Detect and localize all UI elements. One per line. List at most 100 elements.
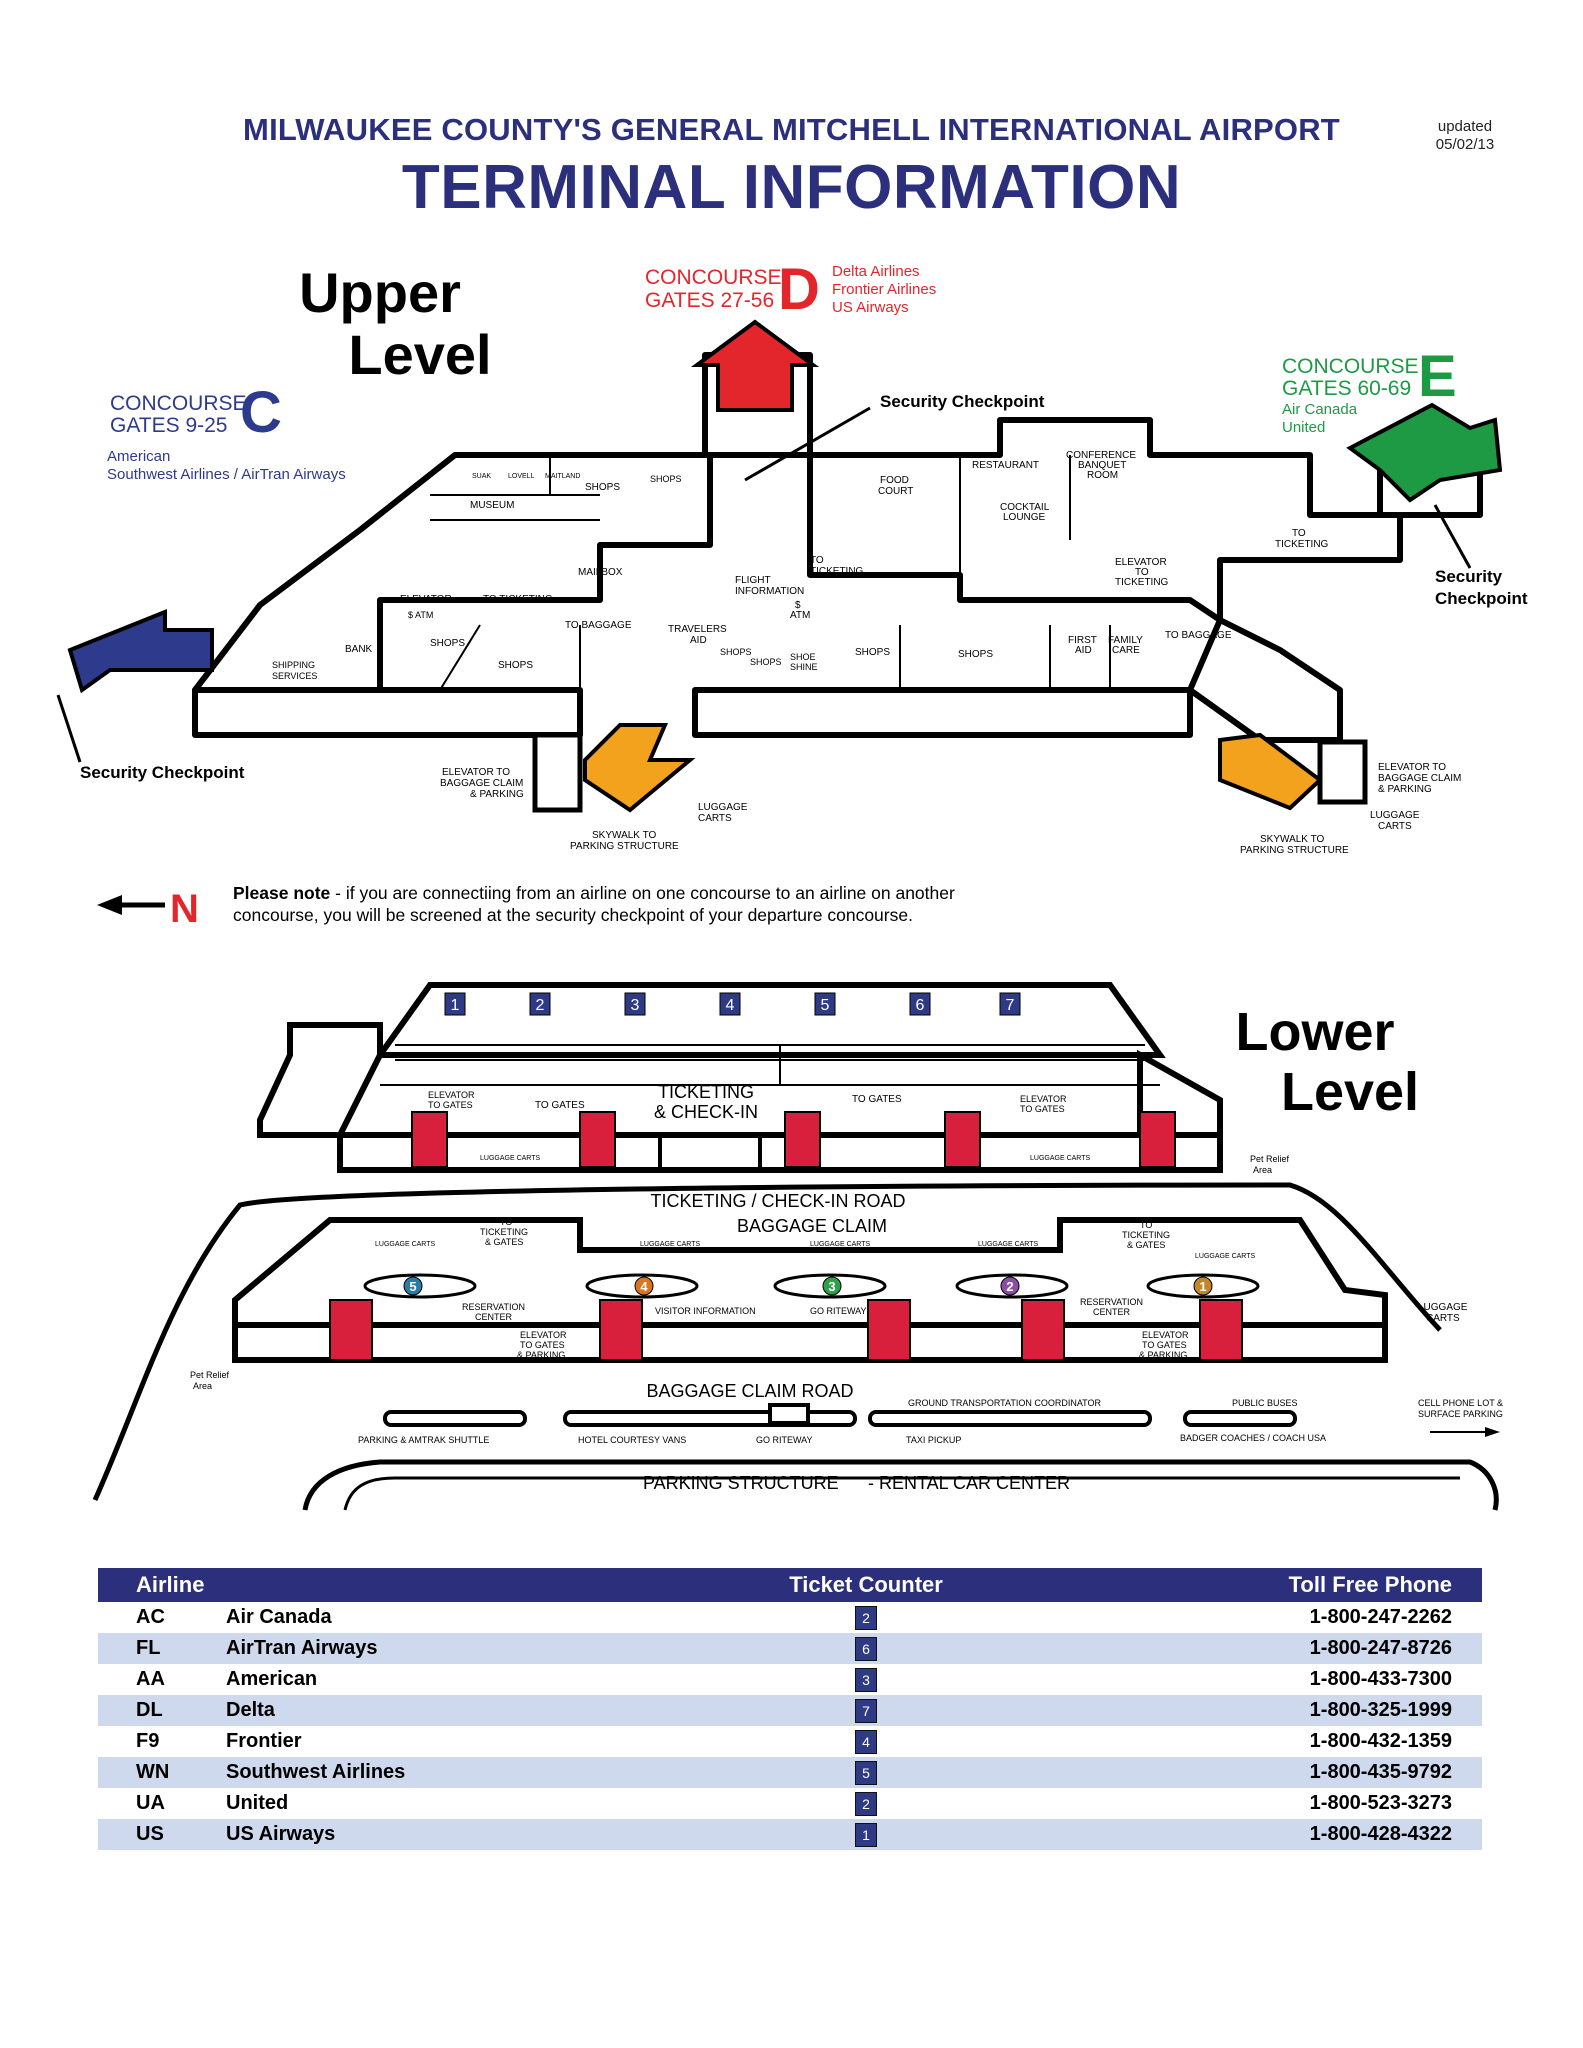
svg-text:MAITLAND: MAITLAND <box>545 473 580 480</box>
ticket-counter-6: 6 <box>909 992 931 1016</box>
svg-text:RESTAURANT: RESTAURANT <box>972 460 1039 471</box>
terminal-map: Upper Level CONCOURSE GATES 9-25 C Ameri… <box>56 257 1528 1511</box>
security-checkpoint-c: Security Checkpoint <box>80 763 245 782</box>
elevator-east-box <box>1317 739 1368 805</box>
airline-name: AirTran Airways <box>226 1633 656 1664</box>
svg-text:SHOPS: SHOPS <box>430 638 465 649</box>
airline-phone: 1-800-325-1999 <box>1076 1695 1482 1726</box>
upper-level-map: Upper Level CONCOURSE GATES 9-25 C Ameri… <box>56 257 1528 856</box>
svg-text:SHOE: SHOE <box>790 652 816 662</box>
airline-phone: 1-800-433-7300 <box>1309 1668 1452 1690</box>
svg-text:LUGGAGE: LUGGAGE <box>698 802 748 813</box>
svg-text:LUGGAGE: LUGGAGE <box>1418 1302 1468 1313</box>
airline-name: Frontier <box>226 1730 302 1752</box>
parking-structure-road <box>302 1459 1499 1511</box>
updated-value: 05/02/13 <box>1435 136 1495 153</box>
svg-text:& GATES: & GATES <box>1127 1240 1165 1250</box>
svg-text:MUSEUM: MUSEUM <box>470 500 514 511</box>
svg-text:GATES 9-25: GATES 9-25 <box>110 414 228 437</box>
svg-text:GROUND TRANSPORTATION COORDINA: GROUND TRANSPORTATION COORDINATOR <box>908 1398 1102 1408</box>
svg-text:BAGGAGE CLAIM: BAGGAGE CLAIM <box>440 778 523 789</box>
ticketing-stairs <box>411 1111 1176 1168</box>
concourse-c-label: CONCOURSE GATES 9-25 C American Southwes… <box>107 380 346 483</box>
security-checkpoints: Security Checkpoint Security Checkpoint … <box>56 392 1528 782</box>
svg-text:TICKETING: TICKETING <box>480 1227 528 1237</box>
svg-text:LUGGAGE: LUGGAGE <box>1370 810 1420 821</box>
svg-text:1: 1 <box>451 997 460 1014</box>
svg-text:ELEVATOR: ELEVATOR <box>1020 1094 1067 1104</box>
airline-phone: 1-800-432-1359 <box>1309 1730 1452 1752</box>
svg-text:CELL PHONE LOT &: CELL PHONE LOT & <box>1418 1398 1503 1408</box>
svg-text:FIRST: FIRST <box>1068 635 1097 646</box>
ticket-counter-badge: 2 <box>855 1605 877 1630</box>
svg-text:CARTS: CARTS <box>698 813 732 824</box>
svg-text:TO BAGGAGE: TO BAGGAGE <box>565 620 632 631</box>
airline-phone: 1-800-435-9792 <box>1076 1757 1482 1788</box>
airline-name: Delta <box>226 1695 656 1726</box>
svg-text:ELEVATOR: ELEVATOR <box>400 594 452 605</box>
svg-text:HOTEL COURTESY VANS: HOTEL COURTESY VANS <box>578 1435 686 1445</box>
svg-text:GATES 60-69: GATES 60-69 <box>1282 377 1411 400</box>
rental-car-label: - RENTAL CAR CENTER <box>868 1473 1070 1493</box>
svg-text:& PARKING: & PARKING <box>1139 1350 1187 1360</box>
airline-code: US <box>98 1819 226 1850</box>
svg-text:TO GATES: TO GATES <box>428 1100 473 1110</box>
svg-text:AID: AID <box>1075 645 1092 656</box>
skywalk-west-arrow <box>583 723 696 813</box>
baggage-carousels: 5 4 3 2 1 <box>363 1273 1260 1299</box>
svg-text:TICKETING: TICKETING <box>1115 577 1169 588</box>
svg-text:PARKING STRUCTURE: PARKING STRUCTURE <box>1240 845 1349 856</box>
ticketing-label-2: & CHECK-IN <box>654 1102 758 1122</box>
ticket-counter-cell: 3 <box>656 1664 1076 1695</box>
svg-text:ELEVATOR: ELEVATOR <box>520 1330 567 1340</box>
svg-text:ELEVATOR: ELEVATOR <box>1142 1330 1189 1340</box>
svg-text:SUAK: SUAK <box>472 473 491 480</box>
svg-text:LUGGAGE CARTS: LUGGAGE CARTS <box>1030 1155 1090 1162</box>
svg-text:VISITOR INFORMATION: VISITOR INFORMATION <box>655 1306 756 1316</box>
airline-code: FL <box>98 1633 226 1664</box>
security-checkpoint-d: Security Checkpoint <box>880 392 1045 411</box>
north-indicator: N <box>97 887 199 931</box>
svg-text:& PARKING: & PARKING <box>1378 784 1432 795</box>
ticket-counter-cell: 2 <box>656 1788 1076 1819</box>
svg-text:BANK: BANK <box>345 644 373 655</box>
concourse-d-label: CONCOURSE GATES 27-56 D Delta Airlines F… <box>645 257 936 322</box>
svg-text:Delta Airlines: Delta Airlines <box>832 263 920 280</box>
ticket-counter-badge: 2 <box>855 1791 877 1816</box>
ticket-counter-1: 1 <box>444 992 466 1016</box>
svg-text:Pet Relief: Pet Relief <box>1250 1154 1290 1164</box>
svg-text:TICKETING: TICKETING <box>810 566 864 577</box>
airline-phone: 1-800-523-3273 <box>1309 1792 1452 1814</box>
header-ticket-counter: Ticket Counter <box>656 1568 1076 1602</box>
airline-table-header: Airline Ticket Counter Toll Free Phone <box>98 1568 1482 1602</box>
svg-text:SURFACE PARKING: SURFACE PARKING <box>1418 1409 1503 1419</box>
svg-text:CENTER: CENTER <box>475 1312 513 1322</box>
svg-text:TO GATES: TO GATES <box>1142 1340 1187 1350</box>
svg-text:TO: TO <box>1140 1220 1152 1230</box>
ticket-counter-cell: 1 <box>656 1819 1076 1850</box>
svg-text:3: 3 <box>631 997 640 1014</box>
svg-text:FAMILY: FAMILY <box>1108 635 1143 646</box>
baggage-claim-road-label: BAGGAGE CLAIM ROAD <box>646 1381 853 1401</box>
airline-phone: 1-800-247-8726 <box>1076 1633 1482 1664</box>
svg-text:CARTS: CARTS <box>1378 821 1412 832</box>
airline-code: WN <box>98 1757 226 1788</box>
airline-code: F9 <box>136 1730 160 1752</box>
svg-text:TO: TO <box>1292 528 1306 539</box>
svg-text:ELEVATOR: ELEVATOR <box>1115 557 1167 568</box>
lower-title-2: Level <box>1281 1062 1419 1122</box>
svg-text:AID: AID <box>690 635 707 646</box>
svg-text:TO GATES: TO GATES <box>535 1100 585 1111</box>
parking-structure-label: PARKING STRUCTURE <box>643 1473 839 1493</box>
ticket-counter-badge: 7 <box>855 1698 877 1723</box>
ticket-counter-cell: 4 <box>656 1726 1076 1757</box>
svg-text:PUBLIC BUSES: PUBLIC BUSES <box>1232 1398 1298 1408</box>
svg-text:MAILBOX: MAILBOX <box>578 567 623 578</box>
svg-text:E: E <box>1418 344 1457 409</box>
curb-labels: GROUND TRANSPORTATION COORDINATOR PUBLIC… <box>358 1398 1503 1445</box>
upper-title-2: Level <box>348 323 491 386</box>
